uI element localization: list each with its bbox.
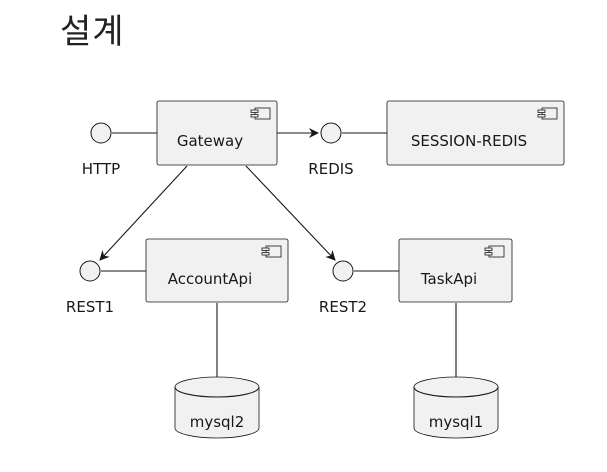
database-mysql2-label: mysql2 xyxy=(190,413,245,431)
component-session-redis: SESSION-REDIS xyxy=(386,100,565,166)
database-mysql2: mysql2 xyxy=(174,376,260,439)
interface-rest1-label: REST1 xyxy=(66,298,114,316)
component-icon xyxy=(537,107,558,120)
database-cylinder-icon xyxy=(174,376,260,439)
edge-gateway-rest1 xyxy=(99,165,188,261)
interface-rest2-label: REST2 xyxy=(319,298,367,316)
interface-http-icon xyxy=(90,122,112,144)
component-session-redis-label: SESSION-REDIS xyxy=(411,132,527,150)
component-account-api-label: AccountApi xyxy=(168,270,253,288)
interface-rest1-icon xyxy=(79,260,101,282)
interface-redis-label: REDIS xyxy=(308,160,353,178)
component-icon xyxy=(250,107,271,120)
edge-gateway-rest2 xyxy=(245,165,336,261)
component-gateway-label: Gateway xyxy=(177,132,243,150)
component-account-api: AccountApi xyxy=(145,238,289,303)
component-gateway: Gateway xyxy=(156,100,278,166)
component-icon xyxy=(484,245,505,258)
database-cylinder-icon xyxy=(413,376,499,439)
interface-redis-icon xyxy=(320,122,342,144)
database-mysql1: mysql1 xyxy=(413,376,499,439)
component-icon xyxy=(261,245,282,258)
interface-http-label: HTTP xyxy=(82,160,120,178)
page-title: 설계 xyxy=(60,12,125,52)
database-mysql1-label: mysql1 xyxy=(429,413,484,431)
component-task-api: TaskApi xyxy=(398,238,513,303)
component-task-api-label: TaskApi xyxy=(420,270,477,288)
interface-rest2-icon xyxy=(332,260,354,282)
